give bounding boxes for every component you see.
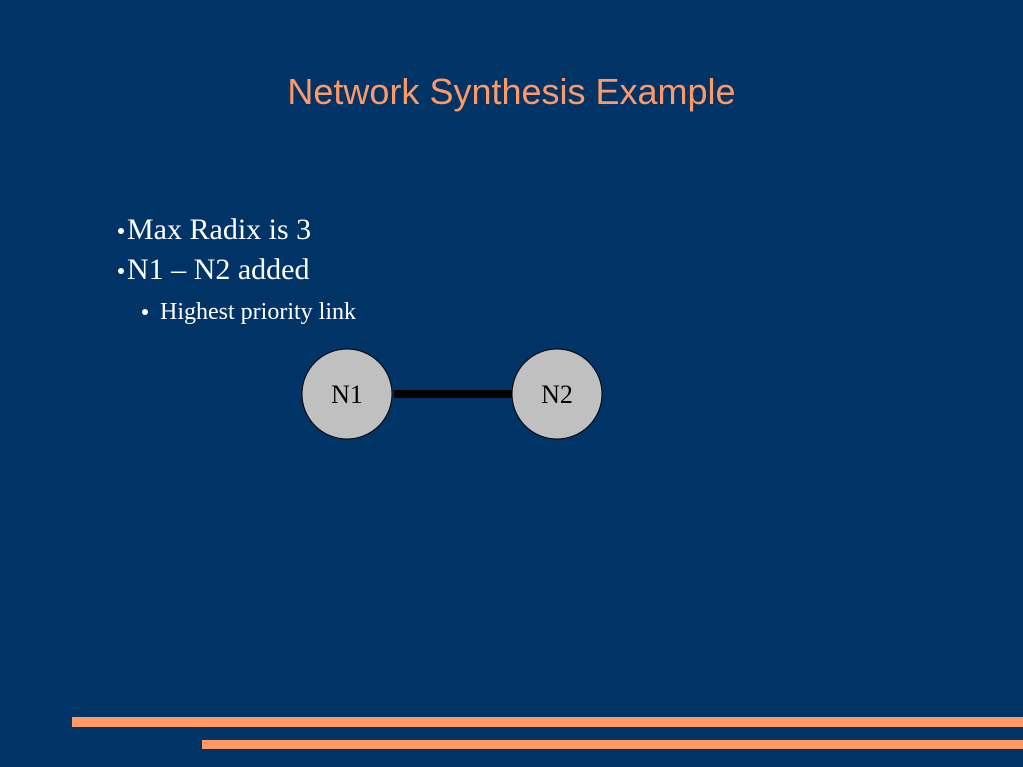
node-n1-circle bbox=[301, 348, 393, 440]
bullet-item: N1 – N2 added bbox=[118, 250, 356, 290]
node-n2-circle bbox=[511, 348, 603, 440]
sub-bullet-text: Highest priority link bbox=[160, 299, 356, 325]
slide-title: Network Synthesis Example bbox=[287, 71, 736, 112]
bullet-text: N1 – N2 added bbox=[127, 253, 310, 286]
bullet-text: Max Radix is 3 bbox=[127, 213, 312, 246]
node-n2-label: N2 bbox=[541, 380, 573, 409]
bullet-dot-icon bbox=[142, 309, 148, 316]
accent-bar-bottom bbox=[202, 740, 1023, 749]
accent-bar-top bbox=[72, 717, 1023, 727]
bullet-dot-icon bbox=[118, 268, 124, 275]
node-n1-label: N1 bbox=[331, 380, 363, 409]
sub-bullet-item: Highest priority link bbox=[142, 292, 356, 332]
bullet-item: Max Radix is 3 bbox=[118, 210, 356, 250]
bullet-dot-icon bbox=[118, 228, 124, 235]
network-diagram: N1 N2 bbox=[301, 348, 603, 440]
node-n2: N2 bbox=[511, 348, 603, 440]
bullet-list: Max Radix is 3 N1 – N2 added Highest pri… bbox=[118, 210, 356, 332]
node-n1: N1 bbox=[301, 348, 393, 440]
